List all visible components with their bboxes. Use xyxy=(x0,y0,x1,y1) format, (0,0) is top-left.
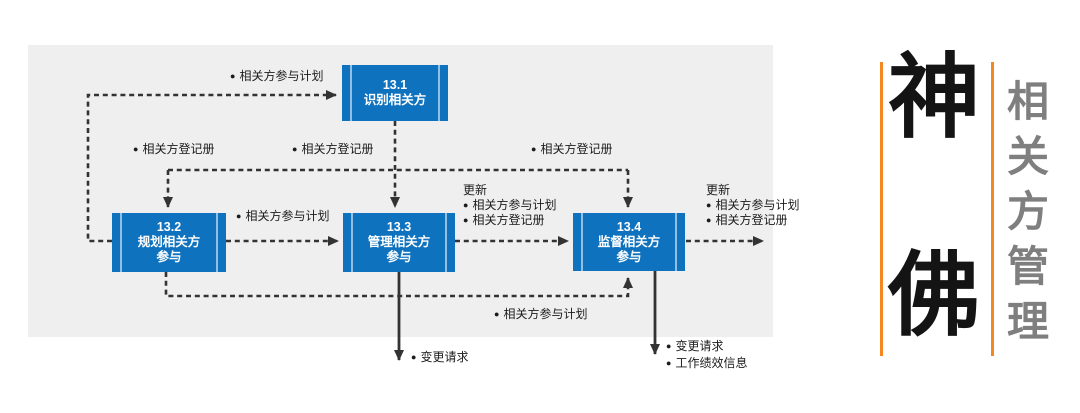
process-name: 监督相关方 xyxy=(597,234,661,249)
label-change-request-13-3: ●变更请求 xyxy=(411,350,469,364)
label-engagement-plan-bottom: ●相关方参与计划 xyxy=(494,307,588,321)
vertical-title-char: 方 xyxy=(1006,188,1049,235)
vertical-title-char: 关 xyxy=(1006,133,1049,180)
bullet-icon: ● xyxy=(531,144,537,154)
process-box-13-3: 13.3 管理相关方 参与 xyxy=(343,213,455,272)
bullet-icon: ● xyxy=(706,215,712,225)
vertical-title-char: 管 xyxy=(1006,243,1049,290)
process-name: 参与 xyxy=(386,250,412,264)
process-box-13-1: 13.1 识别相关方 xyxy=(342,65,448,121)
label-updates-right: 更新 ●相关方参与计划 ●相关方登记册 xyxy=(706,183,799,229)
process-code: 13.3 xyxy=(386,220,412,234)
process-code: 13.4 xyxy=(616,219,642,234)
bullet-icon: ● xyxy=(666,358,672,368)
bullet-icon: ● xyxy=(411,352,417,362)
label-register-mid: ●相关方登记册 xyxy=(292,142,374,156)
label-register-right: ●相关方登记册 xyxy=(531,142,613,156)
label-engagement-plan-mid: ●相关方参与计划 xyxy=(236,209,330,223)
process-name: 管理相关方 xyxy=(367,235,431,249)
bullet-icon: ● xyxy=(666,341,672,351)
process-box-13-4: 13.4 监督相关方 参与 xyxy=(573,213,685,271)
updates-title: 更新 xyxy=(706,183,731,197)
process-name: 识别相关方 xyxy=(363,93,427,107)
label-updates-mid: 更新 ●相关方参与计划 ●相关方登记册 xyxy=(463,183,556,229)
process-code: 13.1 xyxy=(382,78,408,92)
bullet-icon: ● xyxy=(706,199,712,210)
updates-title: 更新 xyxy=(463,183,488,197)
bullet-icon: ● xyxy=(463,215,469,225)
process-code: 13.2 xyxy=(156,220,182,234)
output-item: ●变更请求 xyxy=(666,339,724,353)
accent-line-left xyxy=(880,62,883,356)
label-outputs-13-4: ●变更请求 ●工作绩效信息 xyxy=(666,338,747,372)
vertical-title-char: 相 xyxy=(1006,78,1049,125)
label-engagement-plan-top: ●相关方参与计划 xyxy=(230,69,324,83)
bullet-icon: ● xyxy=(133,144,139,154)
brand-char-top: 神 xyxy=(887,44,980,151)
updates-item: ●相关方参与计划 xyxy=(706,197,800,212)
output-item: ●工作绩效信息 xyxy=(666,356,748,370)
accent-line-right xyxy=(991,62,994,356)
bullet-icon: ● xyxy=(494,309,500,319)
bullet-icon: ● xyxy=(292,144,298,154)
bullet-icon: ● xyxy=(230,71,236,81)
vertical-title-char: 理 xyxy=(1006,298,1049,345)
bullet-icon: ● xyxy=(463,199,469,210)
brand-char-bottom: 佛 xyxy=(887,242,980,349)
updates-item: ●相关方参与计划 xyxy=(463,197,557,212)
vertical-title: 相 关 方 管 理 xyxy=(1000,74,1056,349)
updates-item: ●相关方登记册 xyxy=(706,213,788,227)
updates-item: ●相关方登记册 xyxy=(463,213,545,227)
process-box-13-2: 13.2 规划相关方 参与 xyxy=(112,213,226,272)
process-name: 参与 xyxy=(156,250,182,264)
bullet-icon: ● xyxy=(236,211,242,221)
process-name: 规划相关方 xyxy=(137,235,201,249)
process-name: 参与 xyxy=(616,249,642,264)
label-register-left: ●相关方登记册 xyxy=(133,142,215,156)
